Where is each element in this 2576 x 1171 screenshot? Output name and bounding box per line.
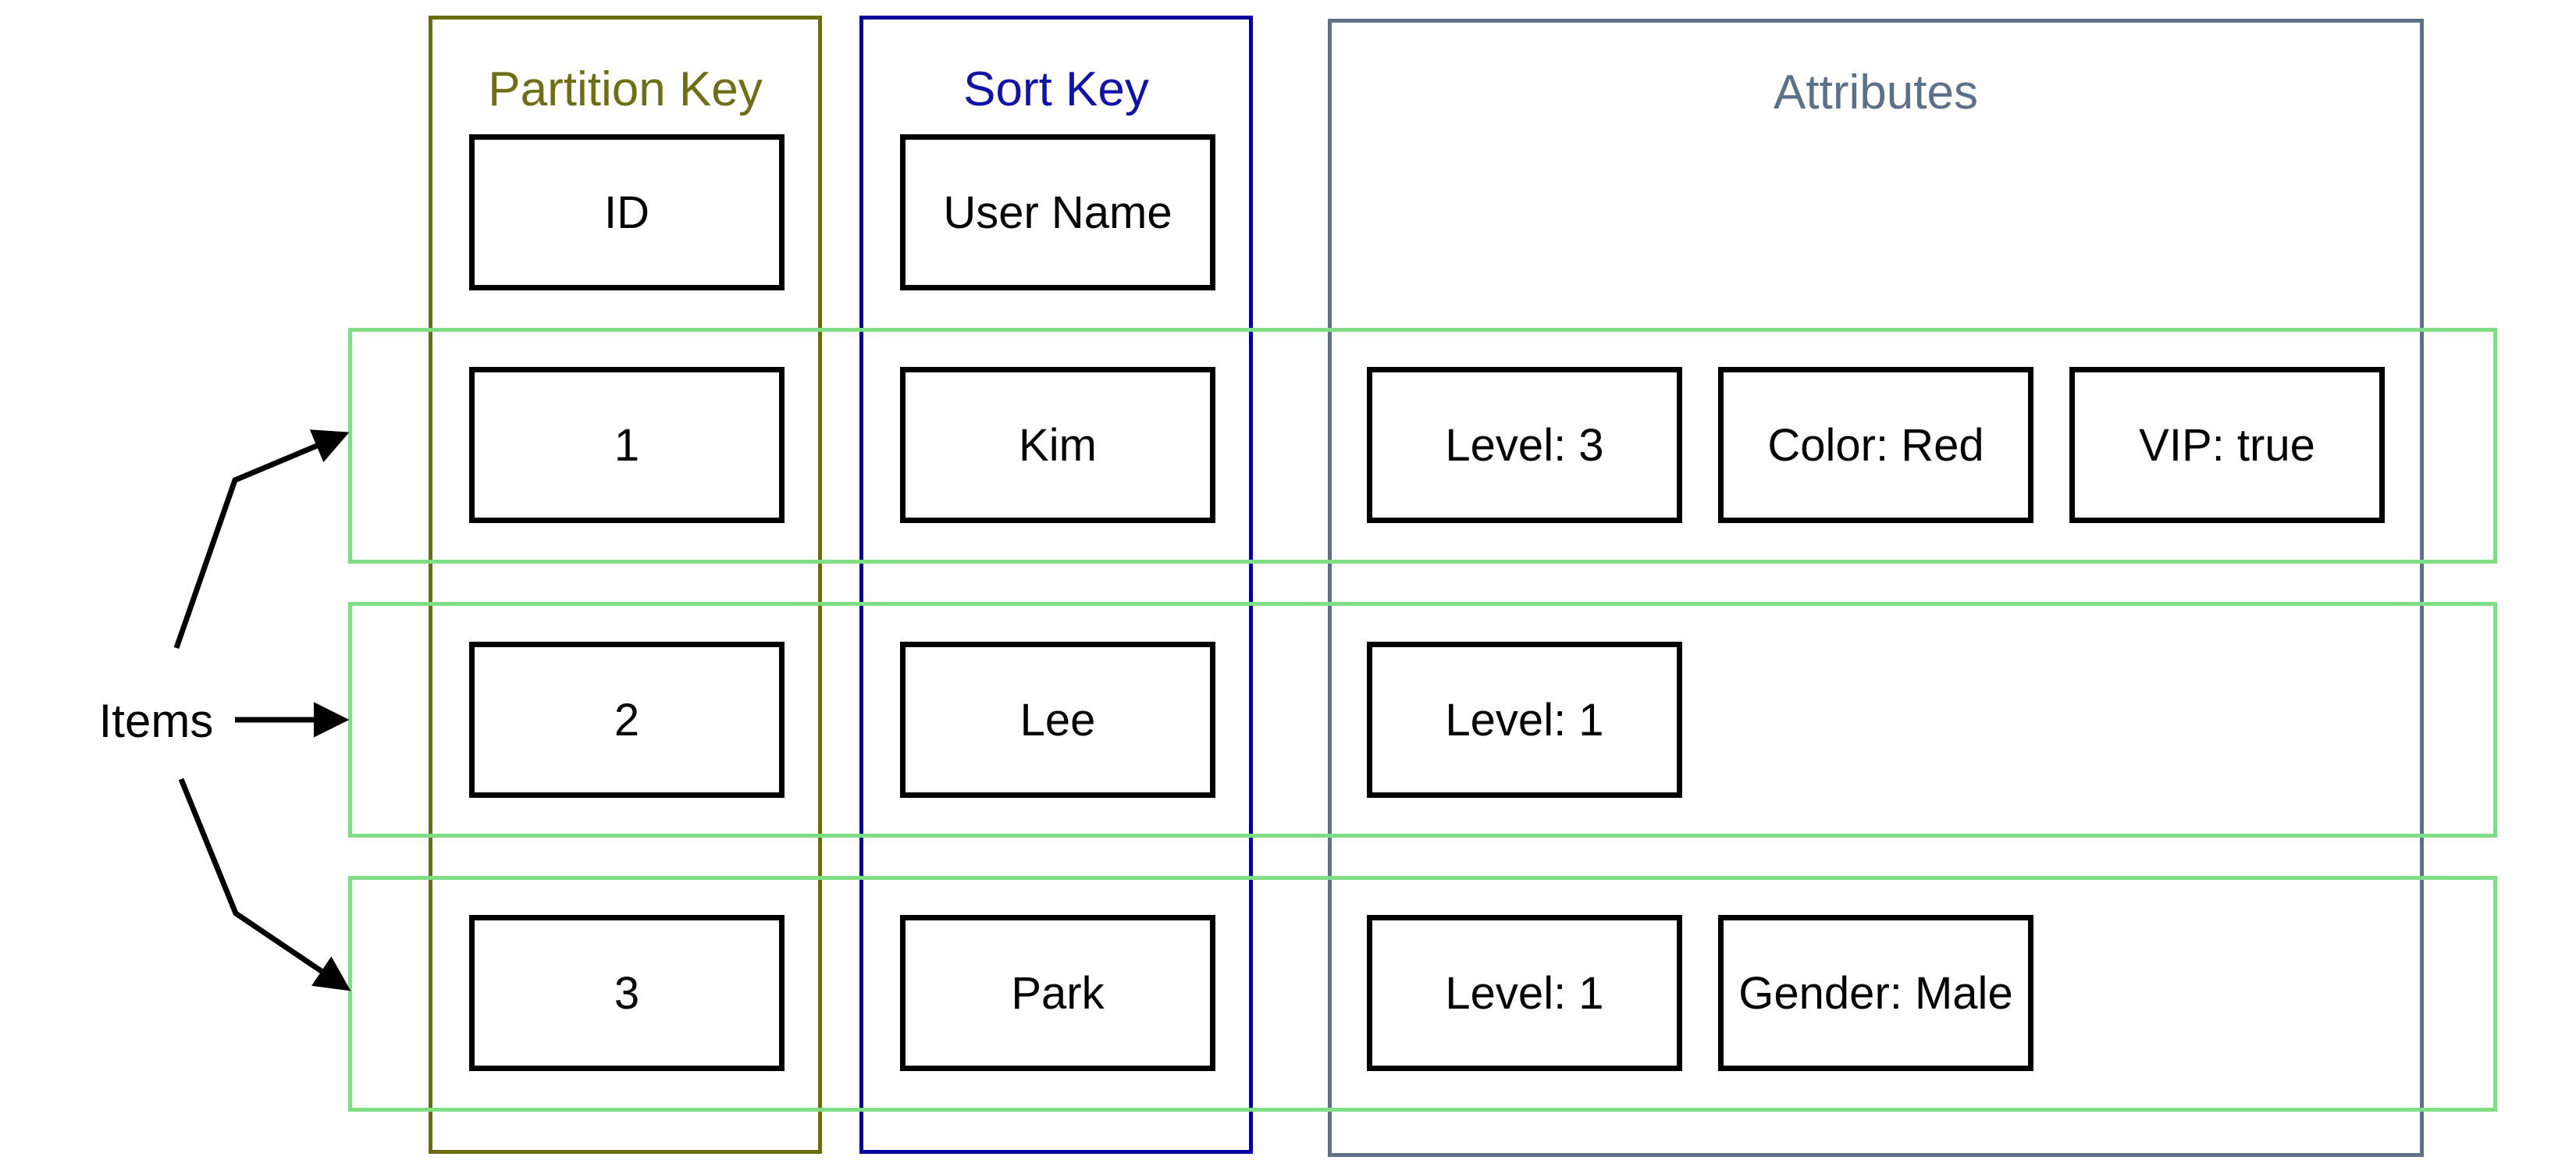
arrow-to-row3-icon	[178, 778, 351, 991]
item-row-2	[348, 602, 2497, 838]
items-label: Items	[98, 695, 214, 747]
item-row-1	[348, 328, 2497, 564]
arrow-to-row1-icon	[173, 429, 350, 650]
partition-key-column: Partition Key	[429, 16, 822, 1154]
sort-key-label: Sort Key	[963, 62, 1149, 116]
row1-attribute-cell: Color: Red	[1718, 367, 2033, 523]
row3-attribute-cell: Gender: Male	[1718, 915, 2033, 1071]
row1-sort-key-cell: Kim	[900, 367, 1215, 523]
row2-attribute-cell: Level: 1	[1367, 642, 1682, 798]
row1-attribute-cell: Level: 3	[1367, 367, 1682, 523]
row1-attribute-cell: VIP: true	[2069, 367, 2385, 523]
attributes-label: Attributes	[1774, 66, 1978, 119]
partition-key-label: Partition Key	[488, 62, 763, 116]
row3-partition-key-cell: 3	[469, 915, 785, 1071]
row2-sort-key-cell: Lee	[900, 642, 1215, 798]
row2-partition-key-cell: 2	[469, 642, 785, 798]
row3-sort-key-cell: Park	[900, 915, 1215, 1071]
row1-partition-key-cell: 1	[469, 367, 785, 523]
attributes-box: Attributes	[1328, 19, 2424, 1157]
sort-key-header-cell: User Name	[900, 134, 1215, 290]
partition-key-header-cell: ID	[469, 134, 785, 290]
item-row-3	[348, 876, 2497, 1112]
row3-attribute-cell: Level: 1	[1367, 915, 1682, 1071]
sort-key-column: Sort Key	[859, 16, 1253, 1154]
